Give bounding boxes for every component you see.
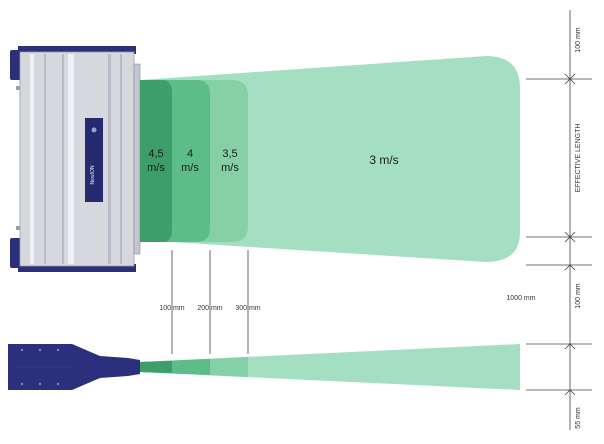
- side-tab: [16, 226, 20, 230]
- side-housing: [12, 344, 140, 390]
- side-zone-45: [140, 361, 172, 373]
- height-label: 1000 mm: [506, 295, 535, 302]
- device-housing: [19, 51, 135, 267]
- dimension-middle-label: 100 mm: [575, 283, 582, 308]
- air-zones-side: [140, 344, 520, 390]
- nozzle-front: [133, 63, 141, 255]
- side-mount-plate: [8, 344, 12, 390]
- mount-bracket-bottom: [10, 238, 22, 268]
- brand-label: NewION: [90, 165, 96, 184]
- dimension-bottom-label: 55 mm: [575, 407, 582, 429]
- indicator-light-icon: [91, 127, 97, 133]
- top-rail: [18, 46, 136, 54]
- device-side-view: [8, 344, 140, 390]
- arrow-icon: [564, 389, 576, 396]
- housing-strip: [120, 54, 122, 264]
- rivet-icon: [38, 348, 42, 352]
- air-zones-front: [140, 56, 520, 262]
- housing-strip: [108, 54, 111, 264]
- zone-label-3: 3 m/s: [369, 153, 398, 167]
- rivet-icon: [20, 382, 24, 386]
- distance-label-100: 100 mm: [159, 305, 184, 312]
- housing-strip: [44, 54, 46, 264]
- control-panel: [85, 118, 103, 202]
- arrow-icon: [564, 231, 576, 243]
- side-tab: [16, 86, 20, 90]
- rivet-icon: [20, 348, 24, 352]
- mount-bracket-top: [10, 50, 22, 80]
- right-dimensions: 100 mm EFFECTIVE LENGTH 100 mm 1000 mm 5…: [506, 10, 592, 430]
- arrow-icon: [564, 264, 576, 271]
- housing-strip: [62, 54, 64, 264]
- zone-45-shape: [140, 80, 172, 242]
- rivet-icon: [56, 348, 60, 352]
- dimension-top-label: 100 mm: [575, 27, 582, 52]
- arrow-icon: [564, 73, 576, 85]
- distance-label-300: 300 mm: [235, 305, 260, 312]
- arrow-icon: [564, 343, 576, 350]
- housing-strip: [30, 54, 34, 264]
- distance-markers: 100 mm 200 mm 300 mm: [159, 250, 261, 354]
- housing-strip: [68, 54, 74, 264]
- rivet-icon: [56, 382, 60, 386]
- device-front-view: NewION: [10, 46, 141, 272]
- distance-label-200: 200 mm: [197, 305, 222, 312]
- bottom-rail: [18, 264, 136, 272]
- rivet-icon: [38, 382, 42, 386]
- side-zone-3: [140, 344, 520, 390]
- effective-length-label: EFFECTIVE LENGTH: [575, 124, 582, 193]
